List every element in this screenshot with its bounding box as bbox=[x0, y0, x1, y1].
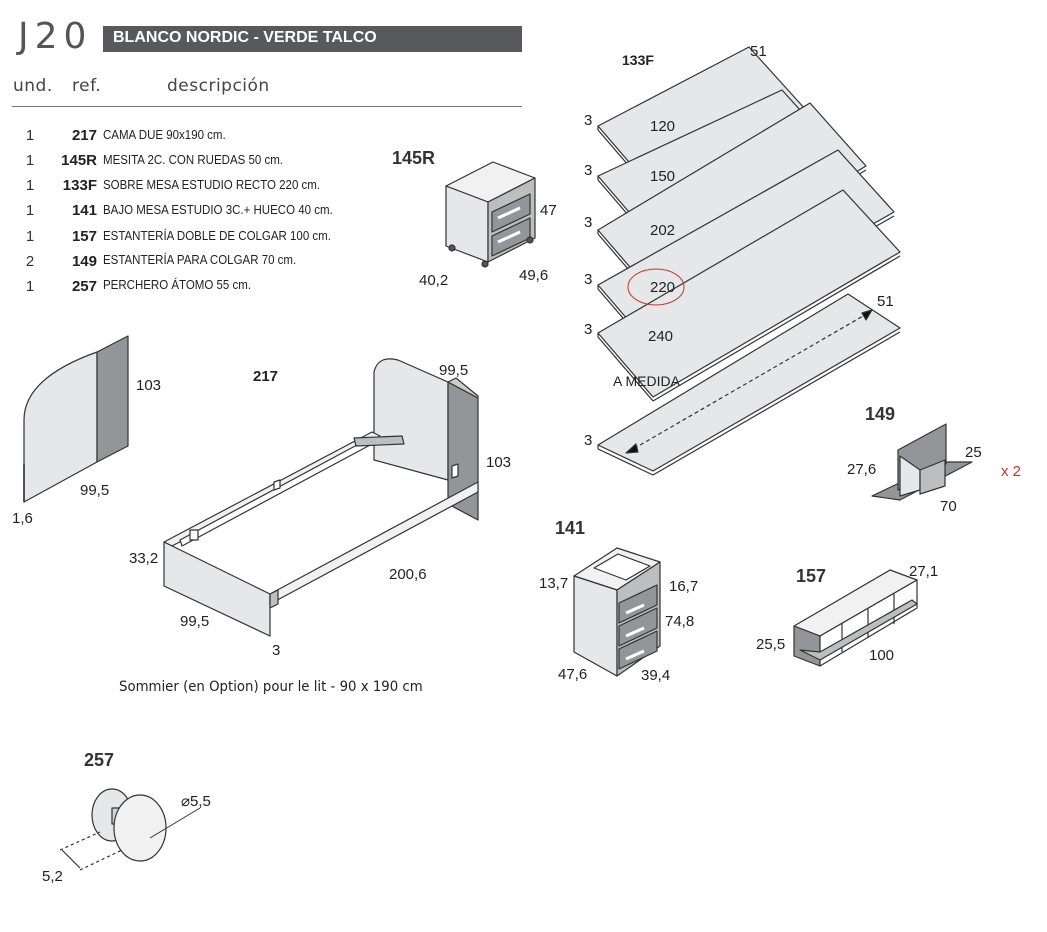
item-qty: 1 bbox=[25, 278, 35, 295]
dim-133f-length: 120 bbox=[650, 118, 676, 135]
ref-257-label: 257 bbox=[84, 750, 115, 770]
dim-133f-depth: 51 bbox=[750, 43, 767, 60]
dim-133f-length: 150 bbox=[650, 168, 676, 185]
dim-bed-head-width: 99,5 bbox=[439, 362, 469, 379]
item-ref: 141 bbox=[71, 202, 97, 219]
item-qty: 1 bbox=[25, 177, 35, 194]
item-desc: ESTANTERÍA PARA COLGAR 70 cm. bbox=[103, 253, 297, 267]
ref-133f-label: 133F bbox=[622, 52, 654, 68]
item-ref: 145R bbox=[61, 152, 97, 169]
item-ref: 257 bbox=[71, 278, 97, 295]
dim-145r-depth: 49,6 bbox=[519, 267, 549, 284]
nightstand-drawing bbox=[445, 161, 536, 268]
headboard-drawing bbox=[23, 335, 129, 503]
dim-257-diameter: ⌀5,5 bbox=[181, 793, 211, 810]
ref-157-label: 157 bbox=[796, 566, 827, 586]
dim-bed-foot-width: 99,5 bbox=[180, 613, 210, 630]
dim-157-depth: 27,1 bbox=[909, 563, 939, 580]
finish-title: BLANCO NORDIC - VERDE TALCO bbox=[113, 29, 377, 46]
item-desc: CAMA DUE 90x190 cm. bbox=[103, 128, 226, 142]
dim-headboard-height: 103 bbox=[136, 377, 162, 394]
dim-141-depth: 47,6 bbox=[558, 666, 588, 683]
header-divider bbox=[12, 106, 522, 107]
dim-133f-thickness: 3 bbox=[584, 162, 593, 179]
dim-133f-thickness: 3 bbox=[584, 271, 593, 288]
item-desc: BAJO MESA ESTUDIO 3C.+ HUECO 40 cm. bbox=[103, 203, 333, 217]
dim-133f-length: 220 bbox=[650, 279, 676, 296]
desk-drawers-141-drawing bbox=[573, 547, 661, 677]
ref-141-label: 141 bbox=[555, 518, 586, 538]
dim-133f-thickness: 3 bbox=[584, 214, 593, 231]
item-qty: 1 bbox=[25, 152, 35, 169]
dim-custom-depth: 51 bbox=[877, 293, 894, 310]
dim-133f-length: 240 bbox=[648, 328, 674, 345]
dim-bed-length: 200,6 bbox=[389, 566, 427, 583]
dim-149-height: 27,6 bbox=[847, 461, 877, 478]
quantity-multiplier: x 2 bbox=[1001, 463, 1022, 480]
dim-bed-head-height: 103 bbox=[486, 454, 512, 471]
item-desc: PERCHERO ÁTOMO 55 cm. bbox=[103, 278, 252, 292]
dim-bed-foot-height: 33,2 bbox=[129, 550, 159, 567]
bed-drawing bbox=[163, 358, 479, 637]
mattress-base-note: Sommier (en Option) pour le lit - 90 x 1… bbox=[119, 679, 423, 695]
item-qty: 1 bbox=[25, 228, 35, 245]
dim-149-depth: 25 bbox=[965, 444, 982, 461]
item-desc: SOBRE MESA ESTUDIO RECTO 220 cm. bbox=[103, 178, 321, 192]
item-ref: 133F bbox=[62, 177, 97, 194]
custom-size-label: A MEDIDA bbox=[613, 373, 680, 389]
dim-133f-thickness: 3 bbox=[584, 321, 593, 338]
item-qty: 2 bbox=[25, 253, 35, 270]
desk-top-boards bbox=[597, 46, 901, 476]
item-ref: 157 bbox=[71, 228, 97, 245]
dim-133f-length: 202 bbox=[650, 222, 676, 239]
dim-141-hole-height: 13,7 bbox=[539, 575, 569, 592]
item-desc: MESITA 2C. CON RUEDAS 50 cm. bbox=[103, 153, 284, 167]
dim-141-width: 39,4 bbox=[641, 667, 671, 684]
hanging-shelf-157-drawing bbox=[793, 569, 918, 667]
dim-141-gap: 16,7 bbox=[669, 578, 699, 595]
ref-149-label: 149 bbox=[865, 404, 896, 424]
dim-145r-height: 47 bbox=[540, 202, 557, 219]
dim-157-height: 25,5 bbox=[756, 636, 786, 653]
item-qty: 1 bbox=[25, 202, 35, 219]
dim-141-height: 74,8 bbox=[665, 613, 695, 630]
dim-257-depth: 5,2 bbox=[42, 868, 63, 885]
item-ref: 217 bbox=[71, 127, 97, 144]
wall-shelf-149-drawing bbox=[871, 423, 973, 501]
col-header-desc: descripción bbox=[167, 76, 270, 96]
title-bar bbox=[103, 26, 522, 52]
col-header-ref: ref. bbox=[72, 76, 102, 96]
ref-145r-label: 145R bbox=[392, 148, 436, 168]
item-desc: ESTANTERÍA DOBLE DE COLGAR 100 cm. bbox=[103, 229, 331, 243]
dim-133f-thickness: 3 bbox=[584, 112, 593, 129]
dim-bed-thickness: 3 bbox=[272, 642, 281, 659]
dim-custom-thickness: 3 bbox=[584, 432, 593, 449]
dim-headboard-thickness: 1,6 bbox=[12, 510, 33, 527]
dim-145r-width: 40,2 bbox=[419, 272, 449, 289]
series-code: J20 bbox=[18, 16, 93, 57]
coat-hook-257-drawing bbox=[59, 788, 201, 871]
dim-157-width: 100 bbox=[869, 647, 895, 664]
dim-149-width: 70 bbox=[940, 498, 957, 515]
ref-217-label: 217 bbox=[253, 368, 279, 385]
item-ref: 149 bbox=[71, 253, 97, 270]
col-header-qty: und. bbox=[13, 76, 53, 96]
dim-headboard-width: 99,5 bbox=[80, 482, 110, 499]
item-qty: 1 bbox=[25, 127, 35, 144]
